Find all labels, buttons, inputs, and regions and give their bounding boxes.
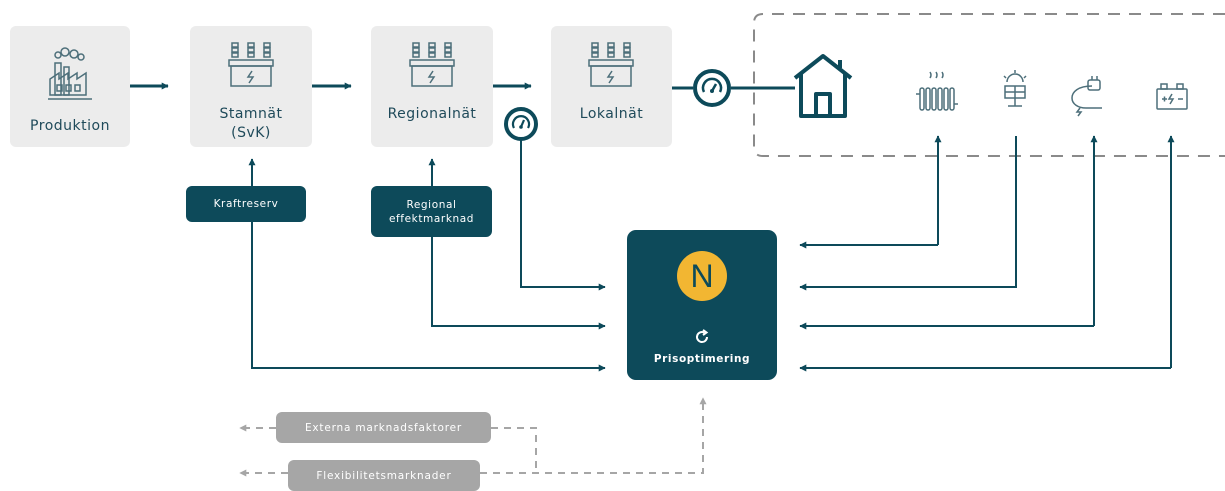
external-market-factors: Externa marknadsfaktorer xyxy=(276,412,491,443)
external-flex-markets: Flexibilitetsmarknader xyxy=(288,460,480,491)
central-optimization: N Prisoptimering xyxy=(627,230,777,380)
node-transmission-label: Stamnät (SvK) xyxy=(219,106,283,141)
solar-panel-icon xyxy=(1003,70,1027,107)
transformer-icon xyxy=(588,42,634,87)
line-reserve-to-central xyxy=(251,222,606,372)
consumer-zone-frame xyxy=(753,13,1225,157)
node-local-label: Lokalnät xyxy=(579,106,644,122)
line-market-factors-link xyxy=(491,427,537,473)
ev-charger-icon xyxy=(1071,76,1102,117)
cycle-icon xyxy=(690,327,714,347)
transformer-icon xyxy=(409,42,455,87)
node-regional: Regionalnät xyxy=(371,26,493,147)
market-reserve: Kraftreserv xyxy=(186,186,306,222)
node-local: Lokalnät xyxy=(551,26,672,147)
factory-icon xyxy=(48,47,92,100)
logo-badge: N xyxy=(677,251,727,301)
battery-icon xyxy=(1156,83,1188,110)
radiator-icon xyxy=(916,71,958,111)
meter-icon xyxy=(693,69,731,107)
node-production-label: Produktion xyxy=(30,118,110,134)
transformer-icon xyxy=(228,42,274,87)
line-solar-to-central xyxy=(799,136,1017,291)
node-transmission: Stamnät (SvK) xyxy=(190,26,312,147)
house-icon xyxy=(793,54,853,118)
node-production: Produktion xyxy=(10,26,130,147)
central-label: Prisoptimering xyxy=(653,353,751,365)
line-meter-to-central xyxy=(520,138,606,291)
node-regional-label: Regionalnät xyxy=(387,106,477,122)
line-market-to-central xyxy=(431,237,606,330)
line-flex-to-central xyxy=(480,397,707,474)
market-regional: Regional effektmarknad xyxy=(371,186,492,237)
meter-icon xyxy=(504,107,538,141)
